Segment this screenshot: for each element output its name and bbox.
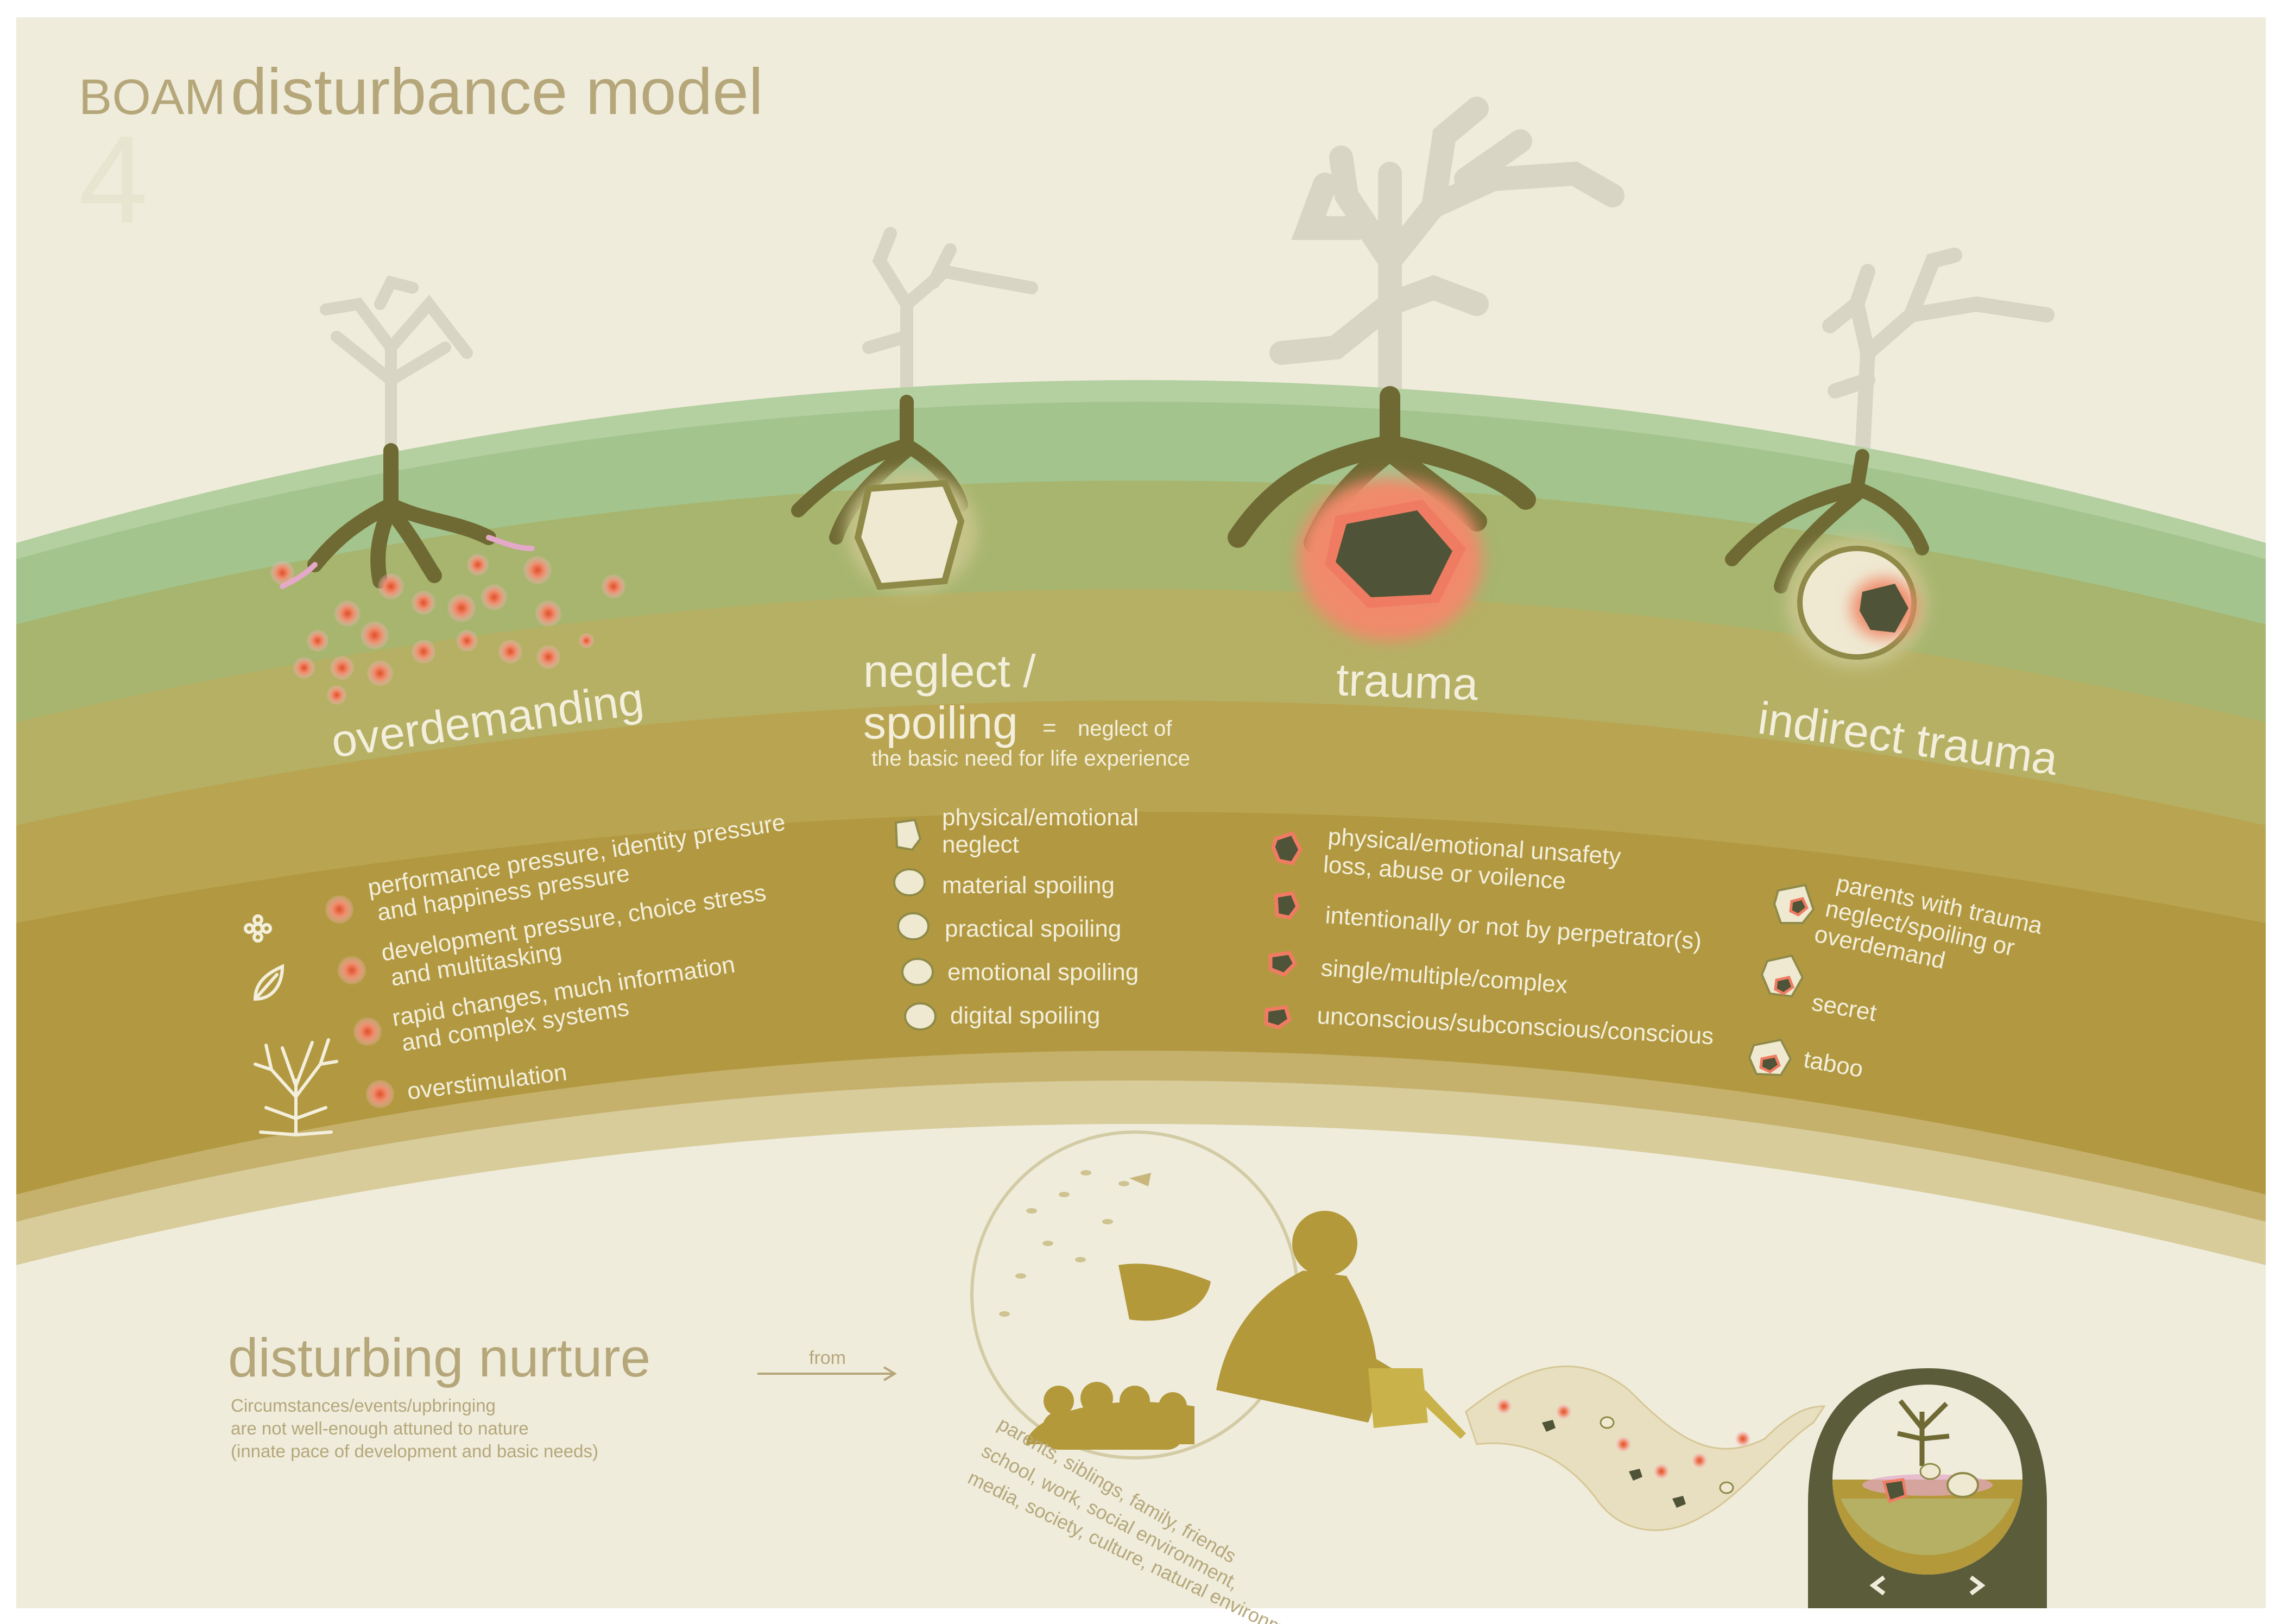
- neglect-stone-icon: [904, 1002, 937, 1031]
- title-neglect-line2: spoiling: [863, 697, 1018, 748]
- trauma-core: [1298, 478, 1482, 641]
- page-title: disturbance model: [231, 55, 763, 128]
- indirect-stone-icon: [1760, 954, 1804, 998]
- gardener-figure: [1216, 1211, 1412, 1423]
- tree-canopy: [1118, 1263, 1211, 1321]
- faded-trees: [320, 97, 2055, 464]
- legend-dot: [366, 1080, 394, 1108]
- neglect-items: physical/emotional neglect material spoi…: [893, 804, 1145, 1031]
- tree-trauma-crown: [1269, 97, 1624, 408]
- neglect-stone-icon: [894, 818, 922, 851]
- overdemanding-legend-icons: [244, 914, 338, 1136]
- tree-neglect-crown: [862, 227, 1038, 408]
- nurture-title: disturbing nurture: [228, 1328, 650, 1388]
- tree-indirect-crown: [1822, 248, 2055, 464]
- indirect-stone: [1786, 538, 1927, 668]
- indirect-stone-icon: [1773, 883, 1815, 924]
- neglect-equals: =: [1042, 715, 1057, 741]
- people-group: [1026, 1382, 1194, 1450]
- leaf-particles: [999, 1170, 1129, 1317]
- neglect-hollow: [847, 472, 977, 592]
- legend-dot: [353, 1018, 382, 1046]
- bird-icon: [1129, 1173, 1151, 1186]
- disturbance-flow: [1465, 1365, 1826, 1531]
- page-number: 4: [79, 110, 148, 249]
- trauma-core-icon: [1264, 1005, 1292, 1029]
- neglect-note-line2: the basic need for life experience: [871, 747, 1190, 770]
- neglect-note-line1: neglect of: [1078, 717, 1172, 741]
- from-label: from: [809, 1348, 846, 1368]
- roots: [280, 386, 1929, 593]
- brand-label: BOAM: [79, 69, 226, 125]
- legend-dot: [338, 956, 366, 984]
- neglect-stone-icon: [897, 912, 930, 940]
- indirect-stone-icon: [1748, 1038, 1792, 1077]
- trauma-core-icon: [1274, 891, 1300, 920]
- nurture-description: Circumstances/events/upbringing are not …: [231, 1395, 598, 1461]
- title-neglect-line1: neglect /: [863, 646, 1036, 697]
- tree-overdemanding-crown: [320, 275, 473, 462]
- neglect-item-1: physical/emotional neglect: [942, 804, 1145, 858]
- neglect-item-3: practical spoiling: [945, 915, 1121, 942]
- title-trauma: trauma: [1335, 654, 1479, 710]
- neglect-item-4: emotional spoiling: [947, 959, 1139, 985]
- leaf-icon: [253, 964, 285, 1001]
- flow-dots: [1496, 1399, 1750, 1508]
- head-figure: [1808, 1368, 2047, 1608]
- overdemanding-dots: [270, 554, 625, 705]
- neglect-stone-icon: [893, 868, 926, 896]
- neglect-item-5: digital spoiling: [950, 1002, 1100, 1029]
- flower-icon: [244, 914, 272, 943]
- legend-dot: [325, 895, 353, 924]
- neglect-stone-icon: [901, 958, 934, 986]
- soil-layers: [16, 380, 2266, 1265]
- watering-can-icon: [1368, 1368, 1466, 1439]
- from-arrow: from: [757, 1348, 897, 1381]
- tree-icon: [254, 1038, 338, 1136]
- neglect-item-2: material spoiling: [942, 872, 1115, 899]
- trauma-core-icon: [1268, 951, 1298, 977]
- trauma-core-icon: [1271, 831, 1303, 865]
